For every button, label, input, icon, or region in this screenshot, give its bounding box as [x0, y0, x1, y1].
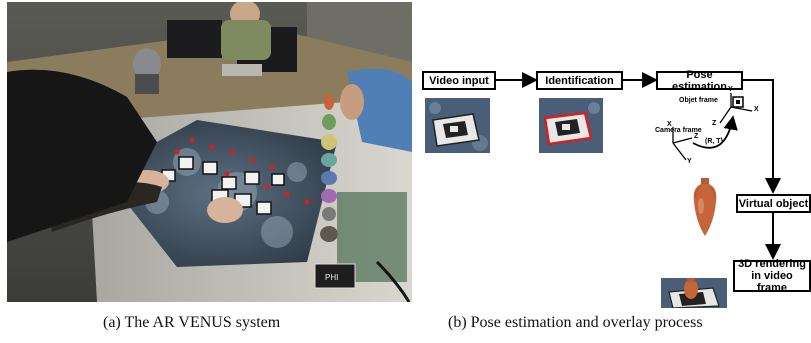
transform-curve — [692, 115, 738, 149]
ar-venus-photo: PHI — [7, 2, 412, 302]
video-input-thumbnail-image — [425, 98, 490, 153]
arrow-pose-to-virtual-object — [743, 79, 781, 194]
identification-thumbnail-image — [539, 98, 603, 153]
object-x-axis — [730, 106, 753, 112]
camera-y-axis — [672, 142, 687, 161]
object-y-label: Y — [728, 86, 733, 93]
caption-right: (b) Pose estimation and overlay process — [448, 314, 703, 331]
render-output-thumbnail — [661, 278, 727, 308]
object-z-axis — [719, 106, 732, 124]
identification-thumbnail — [539, 98, 603, 153]
transform-label: (R, T) — [705, 138, 723, 145]
diagram-arrows — [496, 72, 781, 260]
virtual-object-box: Virtual object — [736, 194, 811, 213]
object-frame-label: Objet frame — [679, 97, 718, 104]
render-output-thumbnail-image — [661, 278, 727, 308]
camera-z-axis — [672, 137, 693, 144]
photo-monitor-label: PHI — [325, 273, 338, 282]
rendering-line-1: 3D rendering — [738, 258, 806, 270]
identification-box: Identification — [536, 71, 623, 90]
rendering-line-2: in video frame — [751, 270, 793, 294]
amphora-virtual-object — [690, 178, 720, 238]
ar-venus-photo-illustration: PHI — [7, 2, 412, 302]
amphora-icon — [693, 178, 717, 236]
caption-left: (a) The AR VENUS system — [103, 314, 281, 331]
camera-frame-label: Camera frame — [655, 127, 702, 134]
object-z-label: Z — [712, 120, 717, 127]
camera-z-label: Z — [694, 133, 699, 140]
video-input-box: Video input — [422, 71, 496, 90]
pose-estimation-box: Pose estimation — [656, 69, 743, 93]
pose-estimation-diagram: Video input Identification Pose estimati… — [415, 0, 811, 310]
camera-x-label: X — [667, 121, 672, 128]
video-input-thumbnail — [425, 98, 490, 153]
object-x-label: X — [754, 106, 759, 113]
camera-y-label: Y — [687, 158, 692, 165]
rendering-box: 3D rendering in video frame — [733, 258, 811, 294]
